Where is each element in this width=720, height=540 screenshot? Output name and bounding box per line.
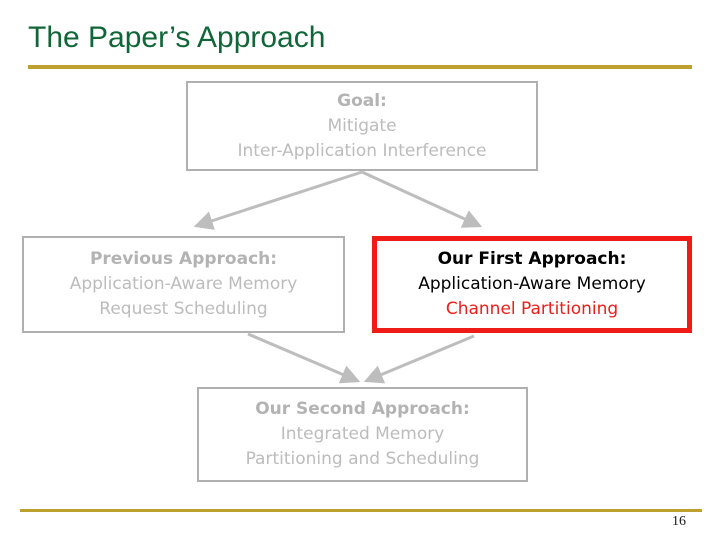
node-our-first-approach-accent-line: Channel Partitioning — [445, 299, 619, 319]
node-previous-approach-line-1: Application-Aware Memory — [69, 274, 298, 294]
node-our-first-approach-line-1: Application-Aware Memory — [418, 274, 646, 294]
edge-goal-to-first — [361, 170, 483, 228]
edge-previous-to-second — [247, 332, 361, 384]
node-goal-heading: Goal: — [337, 90, 387, 111]
node-goal-line-1: Mitigate — [327, 115, 397, 136]
node-our-first-approach-heading: Our First Approach: — [437, 249, 627, 269]
title-divider — [28, 65, 692, 69]
edge-first-to-second — [363, 334, 475, 384]
page-title: The Paper’s Approach — [28, 21, 326, 54]
node-our-first-approach[interactable]: Our First Approach: Application-Aware Me… — [372, 236, 692, 333]
node-previous-approach-line-2: Request Scheduling — [99, 299, 268, 319]
node-previous-approach[interactable]: Previous Approach: Application-Aware Mem… — [22, 236, 345, 333]
node-goal-line-2: Inter-Application Interference — [237, 140, 487, 161]
page-number: 16 — [672, 514, 686, 529]
footer-divider — [20, 509, 702, 512]
node-our-second-approach-line-1: Integrated Memory — [280, 424, 445, 444]
edge-goal-to-previous — [193, 170, 363, 230]
node-our-second-approach[interactable]: Our Second Approach: Integrated Memory P… — [197, 387, 528, 482]
node-goal[interactable]: Goal: Mitigate Inter-Application Interfe… — [186, 81, 538, 171]
node-our-second-approach-heading: Our Second Approach: — [255, 399, 470, 419]
node-previous-approach-heading: Previous Approach: — [89, 249, 278, 269]
node-our-second-approach-line-2: Partitioning and Scheduling — [245, 449, 480, 469]
